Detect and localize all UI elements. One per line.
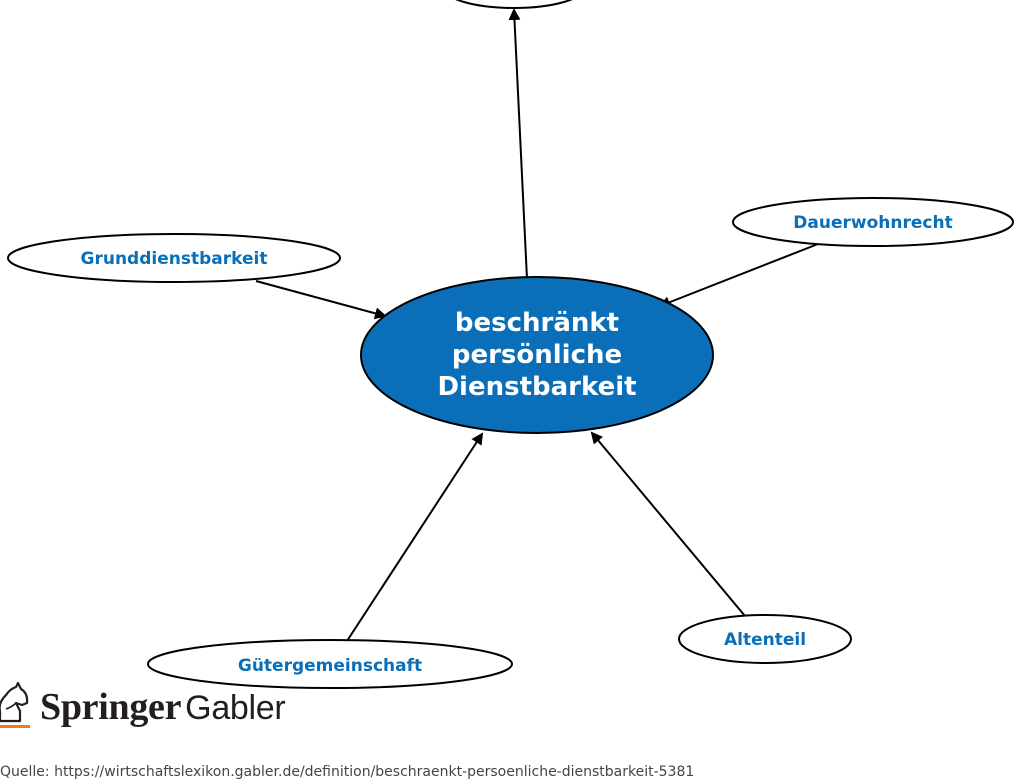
- chess-knight-icon: [0, 681, 30, 728]
- edge-altenteil-to-center: [590, 431, 746, 617]
- logo-brand-springer: Springer: [40, 686, 182, 728]
- node-grunddienstbarkeit: Grunddienstbarkeit: [7, 233, 341, 283]
- node-label-guetergemeinschaft: Gütergemeinschaft: [238, 656, 422, 676]
- edge-grunddienstbarkeit-to-center: [255, 280, 387, 320]
- edge-guetergemeinschaft-to-center: [346, 432, 484, 642]
- logo-accent-bar: [0, 725, 30, 728]
- center-label-line-2: persönliche: [452, 340, 622, 370]
- center-label-line-1: beschränkt: [455, 308, 619, 338]
- center-label-line-3: Dienstbarkeit: [437, 372, 636, 402]
- node-label-altenteil: Altenteil: [724, 630, 806, 650]
- node-top: [455, 0, 573, 9]
- node-label-grunddienstbarkeit: Grunddienstbarkeit: [81, 249, 268, 269]
- center-ellipse: [360, 276, 714, 434]
- node-label-dauerwohnrecht: Dauerwohnrecht: [793, 213, 952, 233]
- edge-dauerwohnrecht-to-center: [658, 243, 819, 308]
- edge-center-to-top: [508, 8, 528, 280]
- node-center: beschränkt persönliche Dienstbarkeit: [360, 276, 714, 434]
- node-altenteil: Altenteil: [678, 614, 852, 664]
- node-dauerwohnrecht: Dauerwohnrecht: [732, 197, 1014, 247]
- logo-brand-gabler: Gabler: [185, 689, 286, 727]
- node-guetergemeinschaft: Gütergemeinschaft: [147, 639, 513, 689]
- source-footer: Quelle: https://wirtschaftslexikon.gable…: [0, 764, 695, 780]
